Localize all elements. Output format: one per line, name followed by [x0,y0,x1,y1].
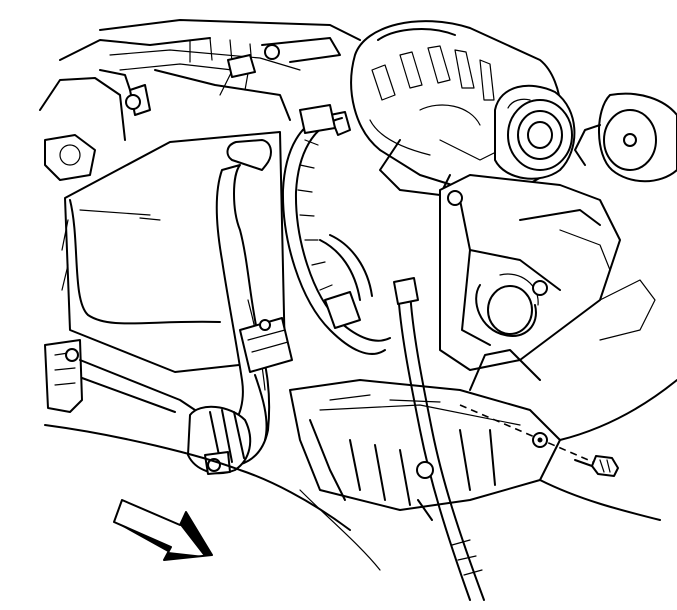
idler-pulley [574,92,677,183]
hose-clamp [187,405,252,475]
mounting-bracket [439,174,656,371]
direction-arrow [113,499,213,561]
engine-block [39,19,361,181]
alternator-pulley [494,84,576,180]
coolant-hose [197,139,293,468]
assembly-line [459,404,601,466]
dipstick-tube [393,277,485,601]
mounting-bolt-assembly [459,404,619,477]
wiring-harness [281,104,391,355]
lower-outline [299,379,677,571]
mounting-bolt [591,455,619,477]
left-bracket [44,339,351,531]
